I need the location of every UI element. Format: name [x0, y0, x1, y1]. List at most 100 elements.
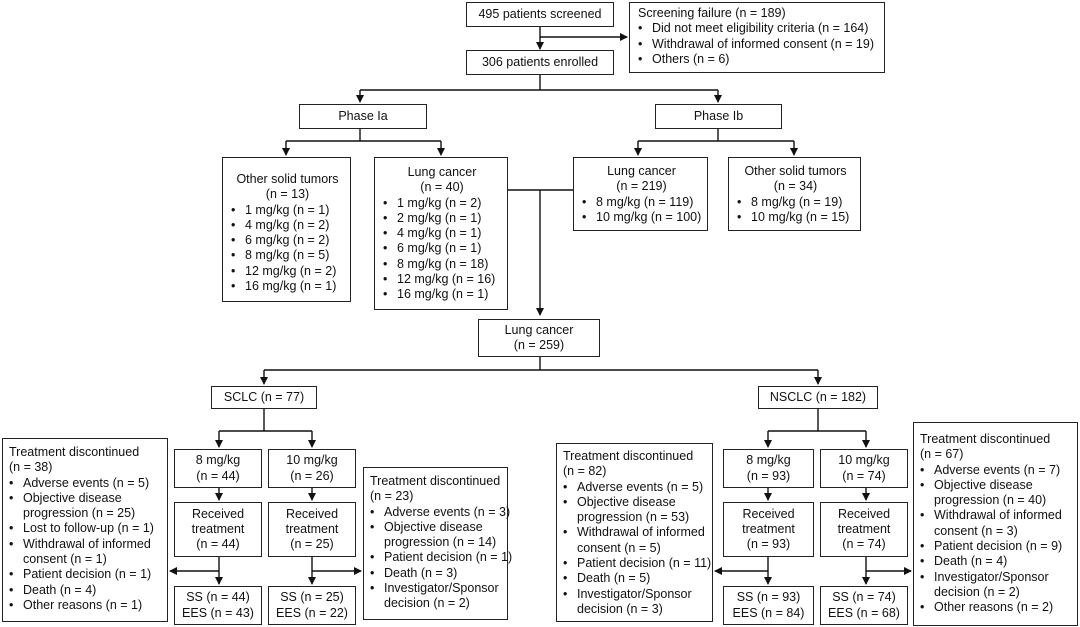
discontinued-reasons: •Adverse events (n = 3)•Objective diseas… [370, 504, 513, 612]
received-count: (n = 74) [842, 537, 886, 552]
ib-other-tumors-box: Other solid tumors (n = 34) •8 mg/kg (n … [728, 157, 861, 231]
list-item: •16 mg/kg (n = 1) [383, 287, 489, 302]
ia-other-tumors-box: Other solid tumors (n = 13) •1 mg/kg (n … [222, 157, 351, 302]
ia-lung-box: Lung cancer (n = 40) •1 mg/kg (n = 2) •2… [374, 157, 508, 310]
sclc-10mg-analysis-box: SS (n = 25) EES (n = 22) [268, 586, 356, 625]
list-item: •Objective disease [9, 490, 122, 505]
enrolled-label: 306 patients enrolled [481, 54, 599, 69]
nsclc-8mg-received-box: Received treatment (n = 93) [723, 502, 814, 557]
list-item: •Withdrawal of informed [920, 508, 1062, 523]
list-item: •8 mg/kg (n = 19) [737, 194, 843, 209]
list-item: •8 mg/kg (n = 119) [582, 194, 694, 209]
list-item: •Adverse events (n = 3) [370, 504, 511, 519]
ees-count: EES (n = 68) [828, 605, 900, 620]
list-item: •8 mg/kg (n = 5) [231, 248, 330, 263]
dose-count: (n = 26) [290, 468, 334, 483]
ib-other-count: (n = 34) [773, 179, 818, 194]
discontinued-reasons: •Adverse events (n = 5)•Objective diseas… [9, 476, 162, 614]
list-item: •Patient decision (n = 11) [563, 556, 712, 571]
received-count: (n = 44) [196, 537, 240, 552]
phase-ib-label: Phase Ib [693, 108, 744, 123]
sclc-box: SCLC (n = 77) [211, 386, 317, 409]
list-item: •16 mg/kg (n = 1) [231, 279, 337, 294]
dose-count: (n = 44) [196, 468, 240, 483]
discontinued-title: Treatment discontinued [920, 432, 1051, 446]
enrolled-box: 306 patients enrolled [466, 50, 614, 75]
ia-lung-count: (n = 40) [420, 180, 464, 195]
nsclc-8mg-discontinued-box: Treatment discontinued (n = 82) •Adverse… [556, 443, 713, 622]
list-item: •Death (n = 3) [370, 565, 458, 580]
list-item: •1 mg/kg (n = 2) [383, 195, 482, 210]
list-item: •Investigator/Sponsor [370, 581, 499, 596]
list-item: •6 mg/kg (n = 2) [231, 233, 330, 248]
treatment-label: treatment [191, 521, 245, 536]
ib-lung-box: Lung cancer (n = 219) •8 mg/kg (n = 119)… [573, 157, 708, 231]
list-item: •Other reasons (n = 2) [920, 600, 1054, 615]
ss-count: SS (n = 74) [832, 590, 896, 605]
list-item: •12 mg/kg (n = 16) [383, 272, 496, 287]
nsclc-8mg-box: 8 mg/kg (n = 93) [723, 449, 814, 488]
list-item: •Other reasons (n = 1) [9, 597, 143, 612]
list-item: •Patient decision (n = 1) [9, 567, 152, 582]
list-item-continuation: progression (n = 53) [577, 510, 690, 525]
list-item: •Lost to follow-up (n = 1) [9, 521, 154, 536]
list-item: •Objective disease [563, 494, 676, 509]
ees-count: EES (n = 84) [732, 605, 805, 620]
list-item: •6 mg/kg (n = 1) [383, 241, 482, 256]
list-item: •10 mg/kg (n = 100) [582, 209, 702, 224]
discontinued-title: Treatment discontinued [9, 445, 140, 459]
received-label: Received [742, 506, 795, 521]
received-label: Received [837, 506, 891, 521]
list-item: •Investigator/Sponsor [563, 586, 692, 601]
list-item: •2 mg/kg (n = 1) [383, 210, 482, 225]
discontinued-reasons: •Adverse events (n = 5)•Objective diseas… [563, 480, 712, 618]
screening-failure-box: Screening failure (n = 189) •Did not mee… [629, 2, 885, 73]
list-item: •Withdrawal of informed [563, 525, 705, 540]
nsclc-10mg-analysis-box: SS (n = 74) EES (n = 68) [820, 586, 908, 625]
received-label: Received [285, 506, 339, 521]
list-item-continuation: progression (n = 14) [384, 535, 497, 550]
sclc-8mg-received-box: Received treatment (n = 44) [174, 502, 262, 557]
list-item: •Adverse events (n = 7) [920, 462, 1061, 477]
sclc-8mg-discontinued-box: Treatment discontinued (n = 38) •Adverse… [2, 438, 168, 622]
nsclc-10mg-received-box: Received treatment (n = 74) [820, 502, 908, 557]
list-item: •8 mg/kg (n = 18) [383, 256, 489, 271]
lung-total-count: (n = 259) [513, 338, 565, 352]
sclc-8mg-analysis-box: SS (n = 44) EES (n = 43) [174, 586, 262, 625]
phase-ia-label: Phase Ia [338, 108, 388, 123]
treatment-label: treatment [742, 521, 795, 536]
screening-failure-title: Screening failure (n = 189) [638, 6, 786, 20]
treatment-label: treatment [837, 521, 891, 536]
discontinued-reasons: •Adverse events (n = 7)•Objective diseas… [920, 463, 1072, 616]
nsclc-10mg-discontinued-box: Treatment discontinued (n = 67) •Adverse… [913, 422, 1078, 626]
ia-lung-title: Lung cancer [407, 165, 477, 179]
list-item: •12 mg/kg (n = 2) [231, 263, 337, 278]
sclc-10mg-box: 10 mg/kg (n = 26) [268, 449, 356, 488]
list-item: •Patient decision (n = 9) [920, 539, 1063, 554]
phase-ib-box: Phase Ib [655, 104, 782, 129]
list-item: •10 mg/kg (n = 15) [737, 209, 850, 224]
list-item: •Objective disease [370, 519, 483, 534]
dose-label: 10 mg/kg [286, 453, 338, 468]
list-item: •Death (n = 4) [920, 554, 1008, 569]
discontinued-title: Treatment discontinued [563, 449, 694, 463]
list-item-continuation: decision (n = 3) [577, 601, 663, 616]
list-item: •Objective disease [920, 477, 1033, 492]
discontinued-count: (n = 67) [920, 447, 964, 462]
nsclc-10mg-box: 10 mg/kg (n = 74) [820, 449, 908, 488]
nsclc-label: NSCLC (n = 182) [769, 389, 867, 404]
list-item: •Patient decision (n = 1) [370, 550, 513, 565]
list-item-continuation: decision (n = 2) [934, 584, 1020, 599]
list-item: •Death (n = 4) [9, 582, 97, 597]
sclc-10mg-discontinued-box: Treatment discontinued (n = 23) •Adverse… [363, 467, 513, 620]
ss-count: SS (n = 44) [186, 590, 250, 605]
lung-total-title: Lung cancer [504, 322, 574, 337]
received-count: (n = 93) [746, 537, 791, 552]
sclc-label: SCLC (n = 77) [223, 389, 305, 404]
ia-other-title: Other solid tumors [236, 172, 339, 186]
lung-total-box: Lung cancer (n = 259) [478, 319, 600, 357]
ia-other-count: (n = 13) [265, 187, 310, 202]
list-item-continuation: progression (n = 40) [934, 493, 1047, 508]
